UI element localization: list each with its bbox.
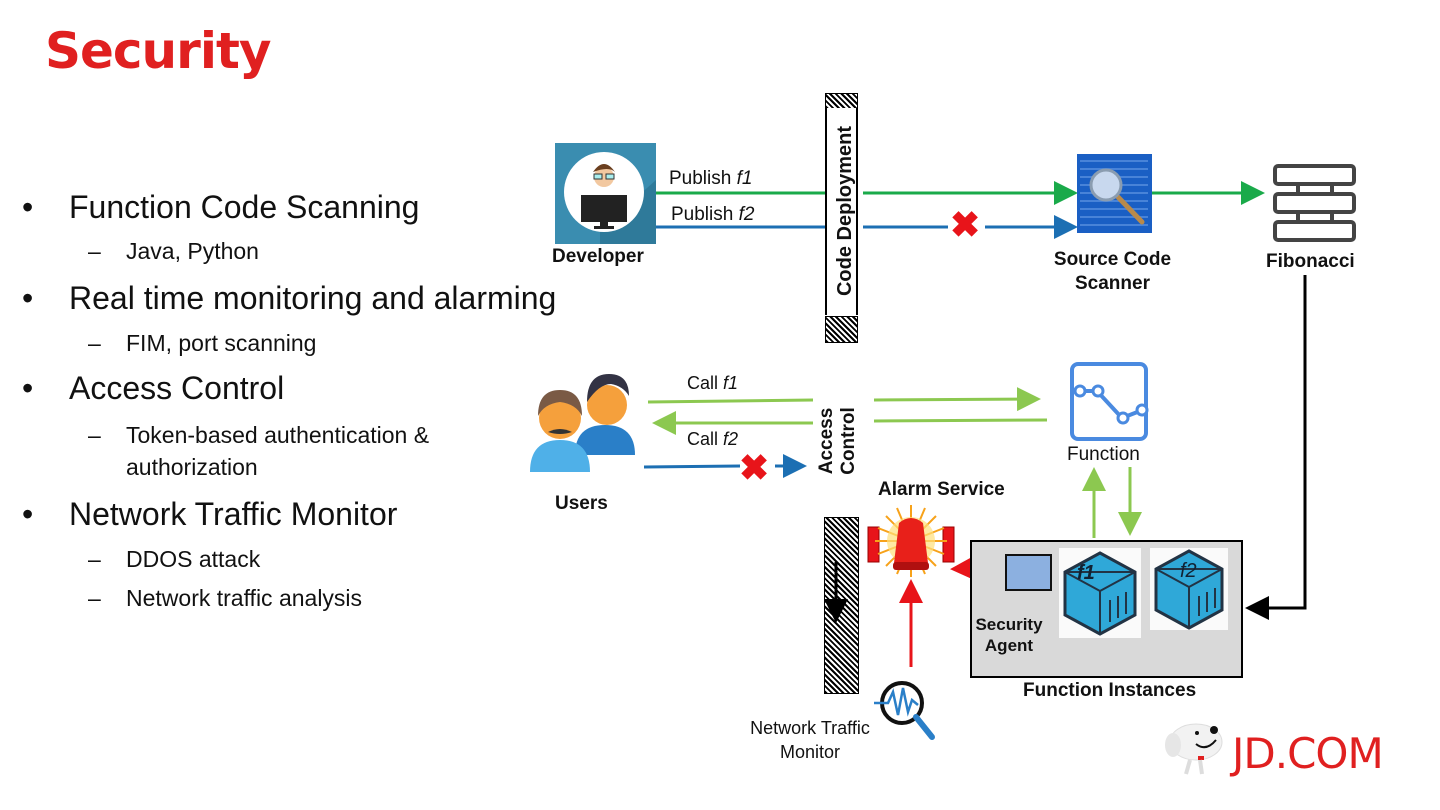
- slide-title: Security: [45, 22, 271, 80]
- call-prefix: Call: [687, 429, 724, 449]
- dash-glyph: –: [88, 546, 101, 572]
- users-icon: [530, 374, 635, 472]
- function-icon: [1070, 362, 1149, 441]
- scanner-line1: Source Code: [1053, 249, 1172, 270]
- users-label: Users: [555, 493, 608, 514]
- function-name: f2: [723, 429, 739, 449]
- magnifier-icon: [1077, 154, 1152, 233]
- security-agent-line2: Agent: [984, 636, 1034, 655]
- call-f2-line: [643, 464, 741, 469]
- scanner-line2: Scanner: [1075, 273, 1150, 294]
- traffic-monitor-icon: [874, 681, 935, 740]
- sub-bullet-text: authorization: [126, 454, 258, 480]
- dash-glyph: –: [88, 585, 101, 611]
- code-deployment-gate: [825, 108, 858, 315]
- access-to-function-arrow: [873, 387, 1041, 412]
- developer-label: Developer: [552, 246, 644, 267]
- function-instances-label: Function Instances: [1023, 680, 1197, 701]
- security-agent-box: [1005, 554, 1052, 591]
- function-name: f2: [738, 204, 755, 225]
- sub-bullet-text: Java, Python: [126, 238, 259, 264]
- server-stack-icon: [1273, 164, 1356, 242]
- sub-bullet-text: DDOS attack: [126, 546, 261, 572]
- developer-icon: [555, 143, 656, 244]
- bullet-glyph: •: [22, 189, 34, 225]
- container-f1-name: f1: [1077, 562, 1095, 584]
- source-code-scanner-label: Source Code Scanner: [1030, 248, 1195, 296]
- bullet-text: Access Control: [69, 370, 285, 406]
- call-f1-line: [647, 398, 814, 404]
- function-name: f1: [723, 373, 739, 393]
- dash-glyph: –: [88, 238, 101, 264]
- sub-bullet-text: Token-based authentication &: [126, 422, 430, 448]
- security-agent-line1: Security: [975, 615, 1043, 634]
- fibonacci-label: Fibonacci: [1266, 251, 1355, 272]
- dash-glyph: –: [88, 330, 101, 356]
- sub-bullet-text: Network traffic analysis: [126, 585, 363, 611]
- function-label: Function: [1067, 444, 1140, 465]
- container-f1-icon: [1063, 551, 1137, 636]
- call-f2-label: Call f2: [687, 429, 738, 450]
- alarm-service-label: Alarm Service: [878, 479, 1005, 500]
- blocked-f2-call-icon: ✖: [739, 447, 770, 488]
- bullet-glyph: •: [22, 370, 34, 406]
- function-name: f1: [736, 168, 753, 189]
- fibonacci-deploy-arrow: [1245, 275, 1307, 620]
- jd-dog-mascot: [1165, 723, 1223, 775]
- firewall-hatch-bottom: [825, 316, 858, 343]
- sub-bullet-text: FIM, port scanning: [126, 330, 317, 356]
- security-agent-label: Security Agent: [966, 614, 1052, 656]
- bullet-text: Real time monitoring and alarming: [69, 280, 557, 316]
- function-to-access-line: [873, 418, 1048, 423]
- network-traffic-monitor-label: Network Traffic Monitor: [725, 716, 895, 764]
- bullet-glyph: •: [22, 496, 34, 532]
- publish-f2-label: Publish f2: [671, 204, 754, 226]
- dash-glyph: –: [88, 422, 101, 448]
- siren-icon: [867, 505, 955, 577]
- container-f1-label: f1: [1077, 562, 1095, 585]
- publish-prefix: Publish: [669, 168, 737, 189]
- container-f2-name: f2: [1180, 560, 1197, 582]
- publish-prefix: Publish: [671, 204, 739, 225]
- bullet-text: Network Traffic Monitor: [69, 496, 398, 532]
- ntm-line2: Monitor: [779, 742, 841, 762]
- bullet-text: Function Code Scanning: [69, 189, 420, 225]
- blocked-f2-publish-icon: ✖: [950, 204, 981, 245]
- call-f1-label: Call f1: [687, 373, 738, 394]
- call-prefix: Call: [687, 373, 724, 393]
- ntm-line1: Network Traffic: [750, 718, 870, 738]
- container-f2-label: f2: [1180, 560, 1197, 583]
- container-f2-icon: [1154, 549, 1224, 630]
- publish-f1-label: Publish f1: [669, 168, 752, 190]
- bullet-glyph: •: [22, 280, 34, 316]
- jd-logo-text: JD.COM: [1232, 729, 1384, 778]
